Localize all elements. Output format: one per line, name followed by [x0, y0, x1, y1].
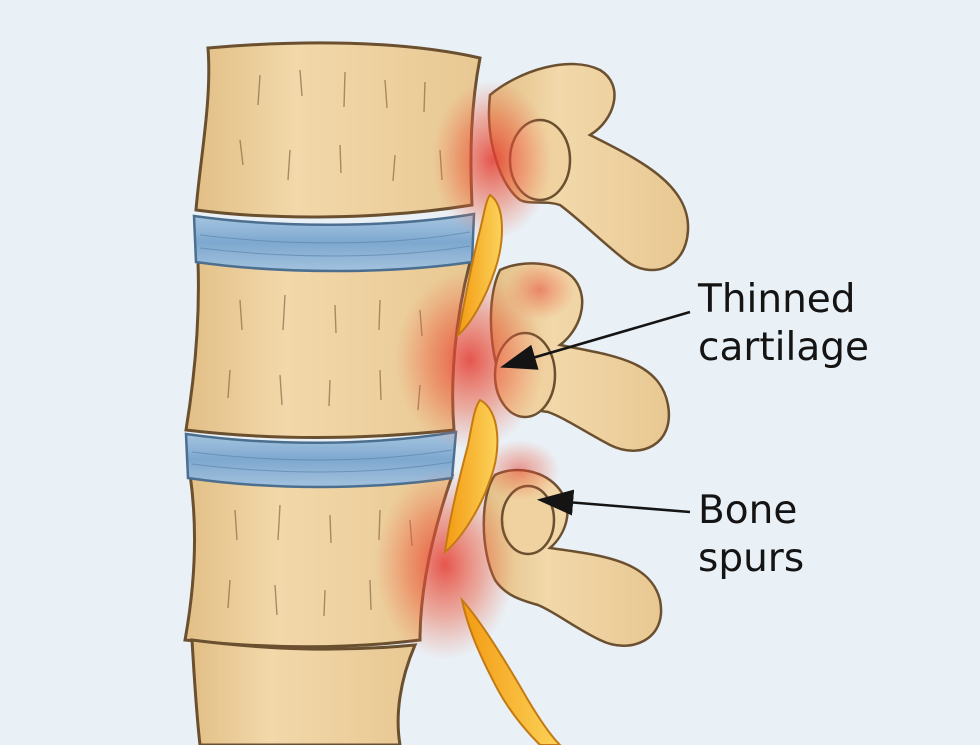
thinned-cartilage-line2: cartilage: [698, 325, 869, 370]
disc-texture: [191, 231, 471, 473]
bone-spurs-line1: Bone: [698, 488, 798, 533]
bone-spurs-label: Bone spurs: [698, 487, 804, 583]
spurs-arrow: [536, 489, 691, 516]
nerve-roots: [443, 193, 562, 745]
bone-texture: [227, 69, 443, 617]
bone-spurs-line2: spurs: [698, 536, 805, 581]
cartilage-arrow: [500, 310, 691, 370]
leader-arrows: [500, 310, 691, 516]
thinned-cartilage-label: Thinned cartilage: [698, 276, 869, 372]
inflammation-areas: [375, 80, 575, 660]
thinned-cartilage-line1: Thinned: [698, 277, 856, 322]
